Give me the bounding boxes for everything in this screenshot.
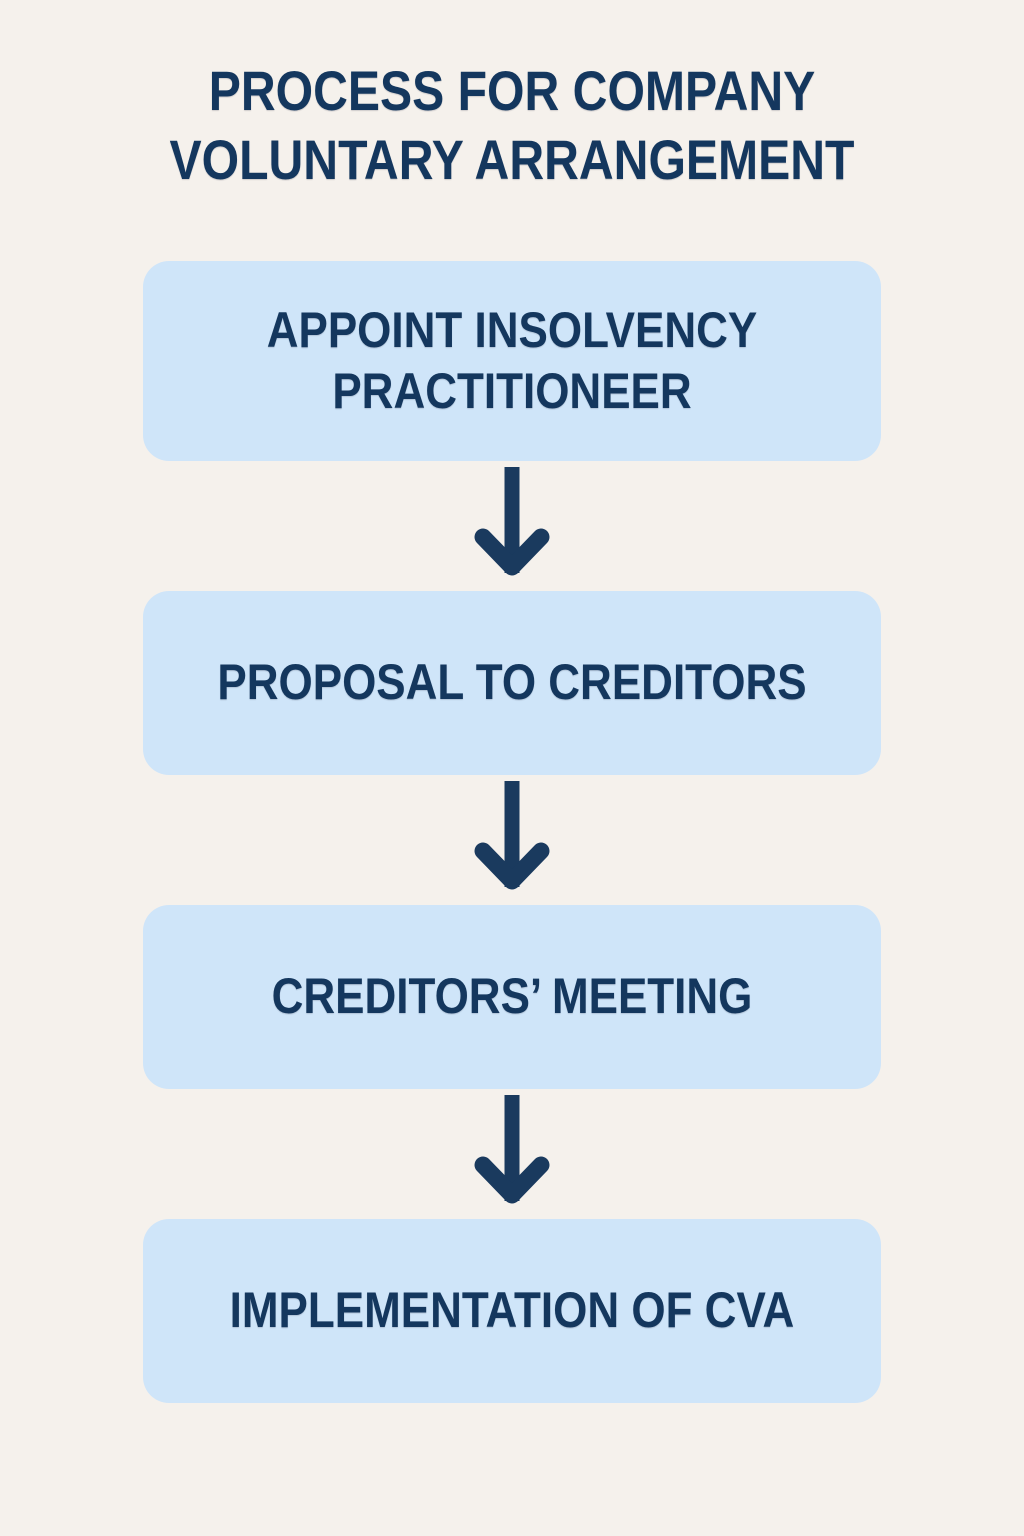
flow-connector-3 [143,1089,881,1219]
step-label: CREDITORS’ MEETING [271,968,753,1025]
step-label: APPOINT INSOLVENCY PRACTITIONEER [266,301,758,419]
step-box-creditors-meeting: CREDITORS’ MEETING [143,904,881,1089]
page-title: PROCESS FOR COMPANY VOLUNTARY ARRANGEMEN… [0,0,1024,195]
step-box-appoint-insolvency-practitioneer: APPOINT INSOLVENCY PRACTITIONEER [143,260,881,461]
down-arrow-icon [474,1094,550,1204]
page-title-line-1: PROCESS FOR COMPANY [208,59,816,122]
step-label: IMPLEMENTATION OF CVA [229,1282,795,1339]
flowchart: APPOINT INSOLVENCY PRACTITIONEER PROPOSA… [143,260,881,1403]
step-label: PROPOSAL TO CREDITORS [217,654,807,711]
page-title-line-2: VOLUNTARY ARRANGEMENT [169,128,855,192]
flow-connector-1 [143,461,881,591]
flow-connector-2 [143,775,881,905]
down-arrow-icon [474,466,550,576]
step-box-proposal-to-creditors: PROPOSAL TO CREDITORS [143,590,881,775]
down-arrow-icon [474,780,550,890]
step-box-implementation-of-cva: IMPLEMENTATION OF CVA [143,1218,881,1403]
